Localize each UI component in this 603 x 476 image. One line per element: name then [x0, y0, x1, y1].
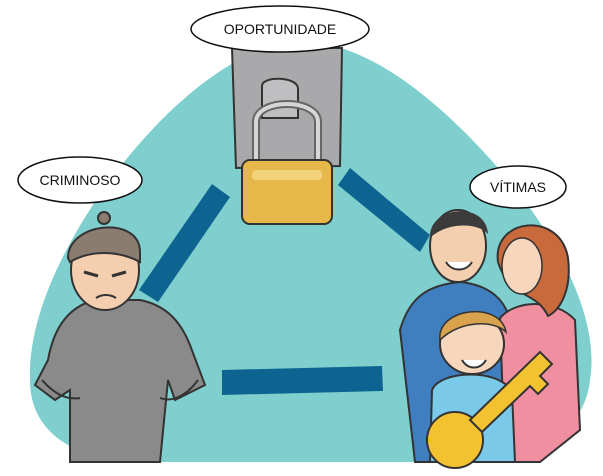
padlock-shackle-inner [254, 102, 320, 170]
criminal-brow [83, 270, 127, 278]
criminal-mouth [95, 294, 117, 299]
key-icon [426, 350, 554, 469]
connector-left [139, 184, 230, 302]
bubble-shape [190, 5, 370, 53]
mother-face [501, 237, 543, 295]
key-bow [426, 411, 484, 469]
padlock-icon [241, 100, 333, 225]
label-bubble-victims: VÍTIMAS [469, 165, 567, 209]
victims-illustration [398, 209, 582, 469]
padlock-shine [252, 170, 322, 180]
criminal-illustration [33, 211, 207, 463]
criminal-beanie [66, 226, 141, 264]
label-criminal: CRIMINOSO [40, 172, 121, 188]
key-shaft [468, 350, 554, 434]
criminal-shirt [33, 299, 207, 463]
child-smile [461, 359, 487, 369]
father-hair [429, 211, 488, 238]
criminal-arm-right [159, 379, 199, 401]
criminal-beanie-knob [97, 211, 111, 225]
opportunity-illustration [230, 47, 344, 225]
label-bubble-criminal: CRIMINOSO [17, 156, 143, 204]
connector-bottom [222, 366, 383, 395]
label-victims: VÍTIMAS [490, 179, 546, 195]
bubble-shape [469, 165, 567, 209]
label-bubble-opportunity: OPORTUNIDADE [190, 5, 370, 53]
bubble-shape [17, 156, 143, 204]
father-smile [445, 261, 473, 271]
label-opportunity: OPORTUNIDADE [224, 21, 337, 37]
criminal-arm-left [41, 379, 81, 400]
child-hair [439, 310, 508, 342]
padlock-body [241, 159, 333, 225]
connector-right [338, 168, 430, 252]
